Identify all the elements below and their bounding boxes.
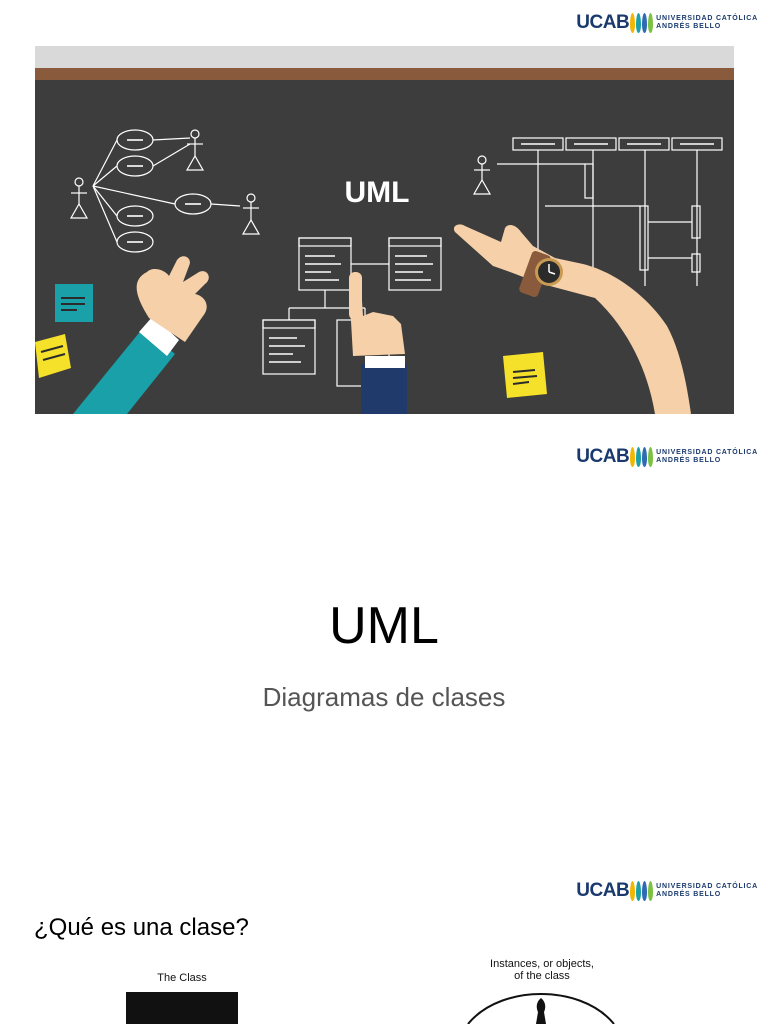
slide-subtitle: Diagramas de clases	[262, 682, 506, 712]
logo-brand: UCAB	[576, 446, 630, 467]
caption-instances: Instances, or objects,of the class	[490, 958, 594, 982]
logo-drops-icon	[630, 13, 654, 33]
slide-title: UML	[329, 597, 439, 655]
banner-title: UML	[345, 176, 410, 209]
class-image	[126, 992, 238, 1024]
slide-heading: ¿Qué es una clase?	[34, 914, 249, 941]
caption-the-class: The Class	[157, 972, 207, 984]
logo-drops-icon	[630, 881, 654, 901]
logo-brand: UCAB	[576, 12, 630, 33]
logo-brand: UCAB	[576, 880, 630, 901]
instances-diagram	[467, 992, 615, 1024]
logo-drops-icon	[630, 447, 654, 467]
uml-banner-illustration: UML	[35, 46, 734, 414]
